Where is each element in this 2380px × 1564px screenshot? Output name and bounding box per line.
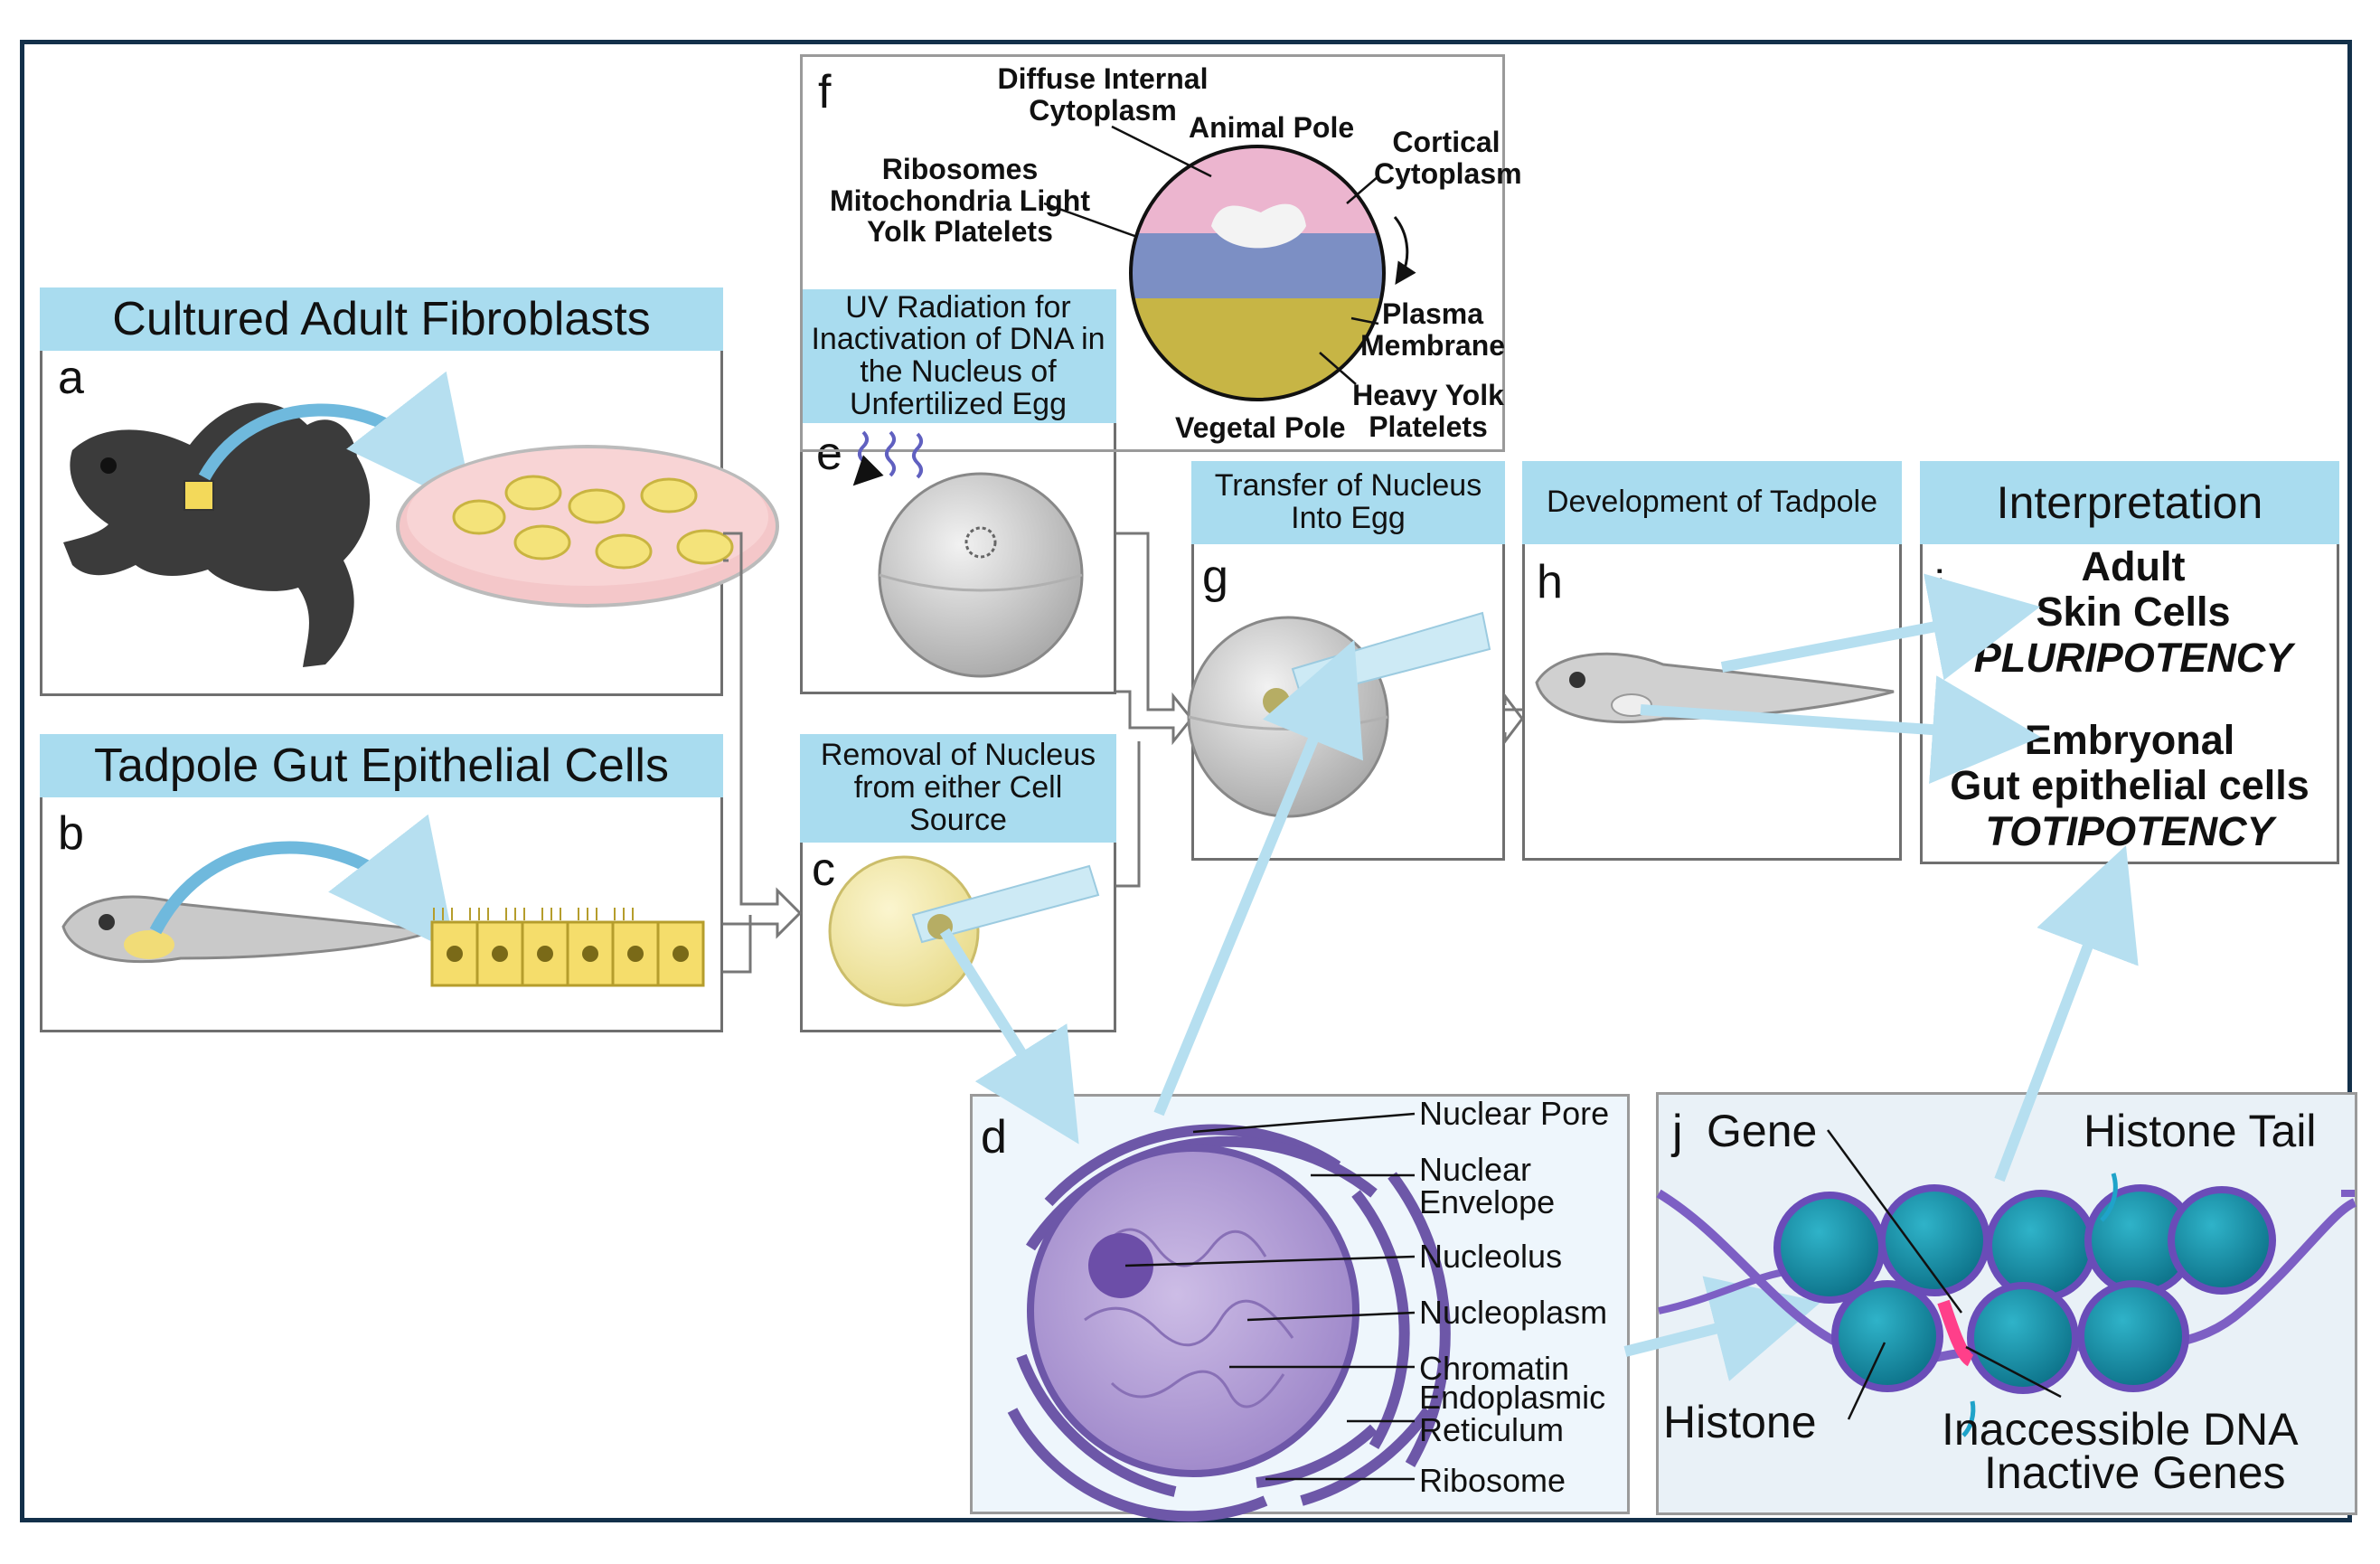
egg-cross-section [1129, 145, 1416, 401]
chromatin-leader-lines [1826, 1129, 2062, 1420]
panel-c-letter: c [812, 843, 835, 896]
tadpole-h [1535, 652, 1895, 724]
panel-j-letter: j [1672, 1106, 1683, 1158]
nucleus-leader-lines [1124, 1112, 1416, 1481]
panel-g-title: Transfer of Nucleus Into Egg [1214, 468, 1482, 535]
panel-i-title: Interpretation [1996, 476, 2263, 528]
panel-i-header: Interpretation [1920, 461, 2339, 544]
panel-h-letter: h [1537, 556, 1563, 608]
inactivated-nucleus [964, 526, 997, 559]
arrow-frog-to-dish [198, 371, 475, 511]
panel-e-title: UV Radiation for Inactivation of DNA in … [811, 289, 1105, 421]
panel-g-letter: g [1202, 551, 1228, 603]
nucleus-diagram [1007, 1124, 1451, 1522]
panel-f [800, 54, 1505, 452]
label-histone-tail: Histone Tail [2084, 1106, 2317, 1156]
label-chromatin: Chromatin [1419, 1350, 1570, 1387]
cell-c [828, 855, 980, 1007]
panel-g-header: Transfer of Nucleus Into Egg [1191, 461, 1505, 544]
chromatin-diagram [1656, 1173, 2357, 1437]
interp-line-adult: Adult [2081, 543, 2186, 589]
panel-b-title: Tadpole Gut Epithelial Cells [94, 739, 669, 792]
process-arrows [939, 573, 2139, 1381]
panel-h-header: Development of Tadpole [1522, 461, 1902, 544]
label-nuclear-envelope: Nuclear Envelope [1419, 1151, 1556, 1220]
label-inaccessible-dna: Inaccessible DNA [1942, 1404, 2299, 1455]
panel-a-letter: a [58, 352, 84, 404]
interp-line-embryonal: Embryonal [2024, 717, 2235, 763]
panel-b-letter: b [58, 807, 84, 860]
panel-e-header: UV Radiation for Inactivation of DNA in … [800, 289, 1116, 423]
label-animal-pole: Animal Pole [1189, 111, 1355, 144]
label-plasma-membrane: Plasma Membrane [1360, 297, 1506, 362]
tadpole-b [61, 895, 435, 964]
label-nucleolus: Nucleolus [1419, 1238, 1563, 1275]
label-heavy-yolk: Heavy Yolk Platelets [1352, 379, 1504, 443]
egg-e [878, 472, 1084, 678]
panel-b-header: Tadpole Gut Epithelial Cells [40, 734, 723, 797]
label-histone: Histone [1663, 1397, 1817, 1447]
pipette-c [911, 864, 1100, 944]
panel-c-title: Removal of Nucleus from either Cell Sour… [820, 738, 1096, 837]
label-endoplasmic-reticulum: Endoplasmic Reticulum [1419, 1379, 1606, 1448]
epithelial-cells [430, 908, 705, 987]
transferred-nucleus [1263, 688, 1290, 715]
label-nuclear-pore: Nuclear Pore [1419, 1095, 1610, 1132]
egg-leader-lines [1043, 125, 1379, 385]
petri-dish [396, 445, 779, 608]
interp-line-skin: Skin Cells [2036, 589, 2231, 636]
panel-e-letter: e [816, 428, 842, 480]
panel-c-header: Removal of Nucleus from either Cell Sour… [800, 734, 1116, 843]
skin-sample-square [183, 480, 214, 511]
panel-h-title: Development of Tadpole [1546, 485, 1878, 520]
label-diffuse-cytoplasm: Diffuse Internal Cytoplasm [997, 62, 1209, 127]
arrow-tadpole-to-cells [149, 814, 456, 954]
label-gene: Gene [1707, 1106, 1818, 1156]
label-vegetal-pole: Vegetal Pole [1175, 411, 1346, 444]
panel-f-letter: f [818, 66, 832, 118]
label-cortical-cytoplasm: Cortical Cytoplasm [1374, 126, 1522, 190]
label-ribosome: Ribosome [1419, 1462, 1566, 1499]
panel-a-title: Cultured Adult Fibroblasts [112, 292, 651, 345]
uv-rays [852, 430, 923, 486]
label-nucleoplasm: Nucleoplasm [1419, 1294, 1608, 1331]
panel-a-header: Cultured Adult Fibroblasts [40, 287, 723, 351]
frog-illustration [63, 402, 371, 667]
label-inactive-genes: Inactive Genes [1984, 1447, 2286, 1498]
label-ribosomes: Ribosomes Mitochondria Light Yolk Platel… [830, 153, 1090, 249]
